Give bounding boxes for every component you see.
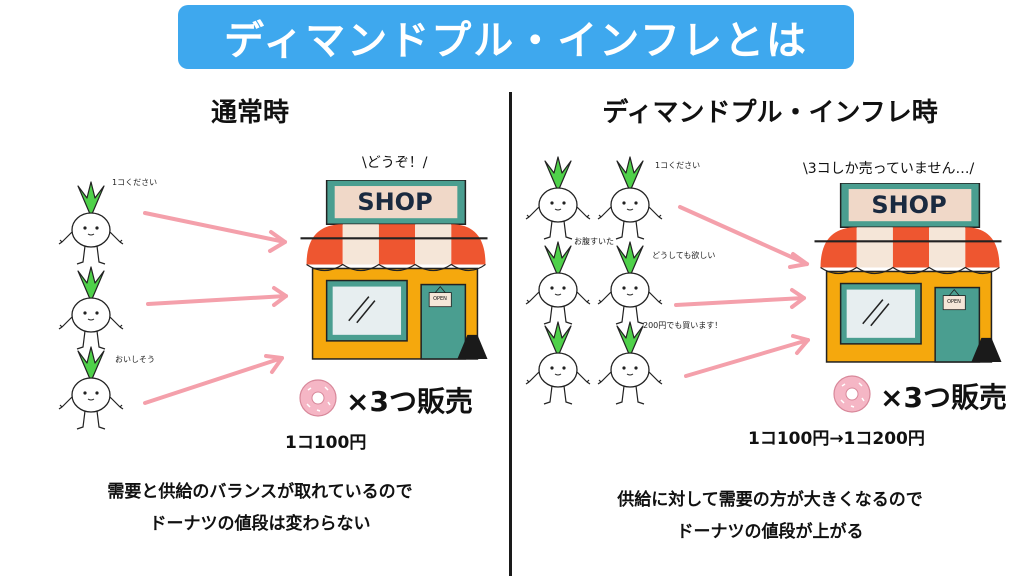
shop-speech: \どうぞ！/ — [362, 155, 428, 171]
caption-line: ドーナツの値段が上がる — [676, 522, 864, 542]
left-heading: 通常時 — [210, 98, 289, 128]
right-caption: 供給に対して需要の方が大きくなるので ドーナツの値段が上がる — [540, 484, 1000, 548]
shop-sign: SHOP — [871, 191, 947, 219]
radish-character-icon — [523, 240, 593, 330]
customer-speech: 200円でも買います！ — [643, 321, 723, 330]
donut-icon — [298, 378, 338, 418]
price-label: 1コ100円→1コ200円 — [748, 429, 925, 449]
center-divider — [509, 92, 512, 576]
sale-quantity: ×3つ販売 — [346, 385, 473, 418]
caption-line: 供給に対して需要の方が大きくなるので — [617, 490, 923, 510]
customer-speech: お腹すいた — [574, 237, 614, 246]
caption-line: 需要と供給のバランスが取れているので — [107, 482, 413, 502]
page-title: ディマンドプル・インフレとは — [224, 18, 808, 64]
shop-sign: SHOP — [357, 188, 433, 216]
radish-character-icon — [523, 155, 593, 245]
radish-character-icon — [56, 265, 126, 355]
open-sign: OPEN — [947, 299, 961, 305]
arrow-icon — [678, 205, 809, 269]
customer-speech: どうしても欲しい — [652, 251, 716, 260]
radish-character-icon — [595, 320, 665, 410]
customer-speech: 1コください — [112, 178, 158, 187]
arrow-icon — [143, 211, 287, 253]
radish-character-icon — [523, 320, 593, 410]
arrow-icon — [143, 354, 284, 405]
open-sign: OPEN — [433, 296, 447, 302]
title-banner: ディマンドプル・インフレとは — [178, 5, 854, 69]
donut-icon — [832, 374, 872, 414]
right-heading: ディマンドプル・インフレ時 — [602, 98, 938, 128]
shop-illustration: SHOP OPEN — [298, 180, 490, 366]
caption-line: ドーナツの値段は変わらない — [149, 514, 371, 534]
price-label: 1コ100円 — [285, 433, 367, 453]
sale-quantity: ×3つ販売 — [880, 381, 1007, 414]
radish-character-icon — [56, 180, 126, 270]
arrow-icon — [674, 288, 806, 309]
left-caption: 需要と供給のバランスが取れているので ドーナツの値段は変わらない — [40, 476, 480, 540]
customer-speech: おいしそう — [115, 355, 155, 364]
shop-illustration: SHOP OPEN — [812, 183, 1004, 369]
arrow-icon — [146, 286, 288, 307]
arrow-icon — [684, 334, 810, 378]
customer-speech: 1コください — [655, 161, 701, 170]
shop-speech: \3コしか売っていません…/ — [803, 161, 975, 177]
